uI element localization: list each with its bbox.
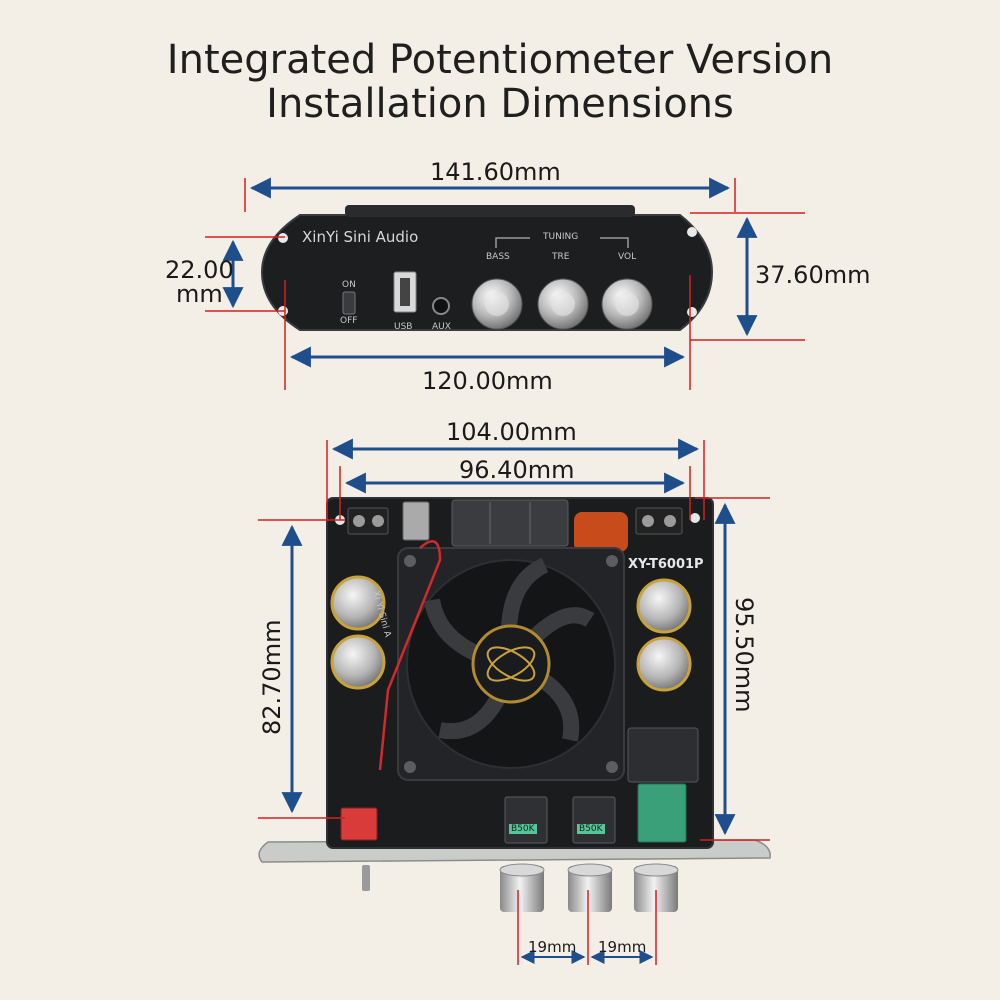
front-panel-body [260,214,714,331]
film-capacitors [574,512,628,552]
bottom-knob-3 [633,863,679,912]
capacitor-right-1 [636,578,692,634]
fan-wires [378,540,442,771]
pot-2-label: B50K [577,824,605,834]
capacitor-left-2 [330,634,386,690]
brand-label: XinYi Sini Audio [302,228,419,246]
pot-1-label: B50K [509,824,537,834]
bass-knob [471,278,523,330]
bottom-knob-2 [567,863,613,912]
panel-hole-bottom-right [687,307,697,317]
panel-hole-v-unit: mm [176,280,223,308]
volume-knob [601,278,653,330]
panel-height-label: 37.60mm [755,261,871,289]
panel-dimension-arrows [222,177,758,368]
pcb-dimension-arrows [281,438,736,964]
terminal-left [347,507,389,535]
panel-hole-h-label: 120.00mm [422,367,553,395]
pot-treble-body [572,796,616,844]
aux-port [432,297,450,315]
power-switch-pcb [340,807,378,841]
panel-hole-v-value: 22.00 [165,256,234,284]
pcb-hole-v-label: 82.70mm [258,619,286,735]
treble-knob [537,278,589,330]
capacitor-left-1 [330,575,386,631]
treble-label: TRE [552,252,570,262]
pcb-height-label: 95.50mm [730,597,758,713]
title-line-2: Installation Dimensions [266,81,734,127]
front-panel [260,205,714,331]
panel-hole-top-left [278,233,288,243]
bluetooth-module [627,727,699,783]
panel-top-edge [345,205,635,217]
pcb-hole-h-label: 96.40mm [459,456,575,484]
capacitor-right-2 [636,636,692,692]
power-switch [342,291,356,315]
pcb-hole-top-right [690,513,700,523]
aux-label: AUX [432,322,451,332]
off-label: OFF [340,316,358,326]
pcb-width-label: 104.00mm [446,418,577,446]
volume-label: VOL [618,252,637,262]
pot-volume-body [637,783,687,843]
pot-bass-body [504,796,548,844]
cooling-fan [397,547,625,781]
model-label: XY-T6001P [628,557,704,572]
tuning-bracket [495,237,629,248]
usb-label: USB [394,322,413,332]
tuning-label: TUNING [543,232,579,242]
on-label: ON [342,280,356,290]
inductors [451,499,569,547]
usb-port-inner [400,278,410,306]
terminal-right [635,507,683,535]
pcb-assembly [258,497,771,912]
knob-pitch-1-label: 19mm [528,938,577,956]
bottom-knob-1 [499,863,545,912]
panel-hole-top-right [687,227,697,237]
panel-reference-lines [205,178,805,390]
switch-lever [362,865,370,891]
title-line-1: Integrated Potentiometer Version [166,37,834,83]
knob-pitch-2-label: 19mm [598,938,647,956]
panel-width-label: 141.60mm [430,158,561,186]
bass-label: BASS [486,252,510,262]
pcb-reference-lines [258,440,770,965]
power-connector [402,501,430,541]
